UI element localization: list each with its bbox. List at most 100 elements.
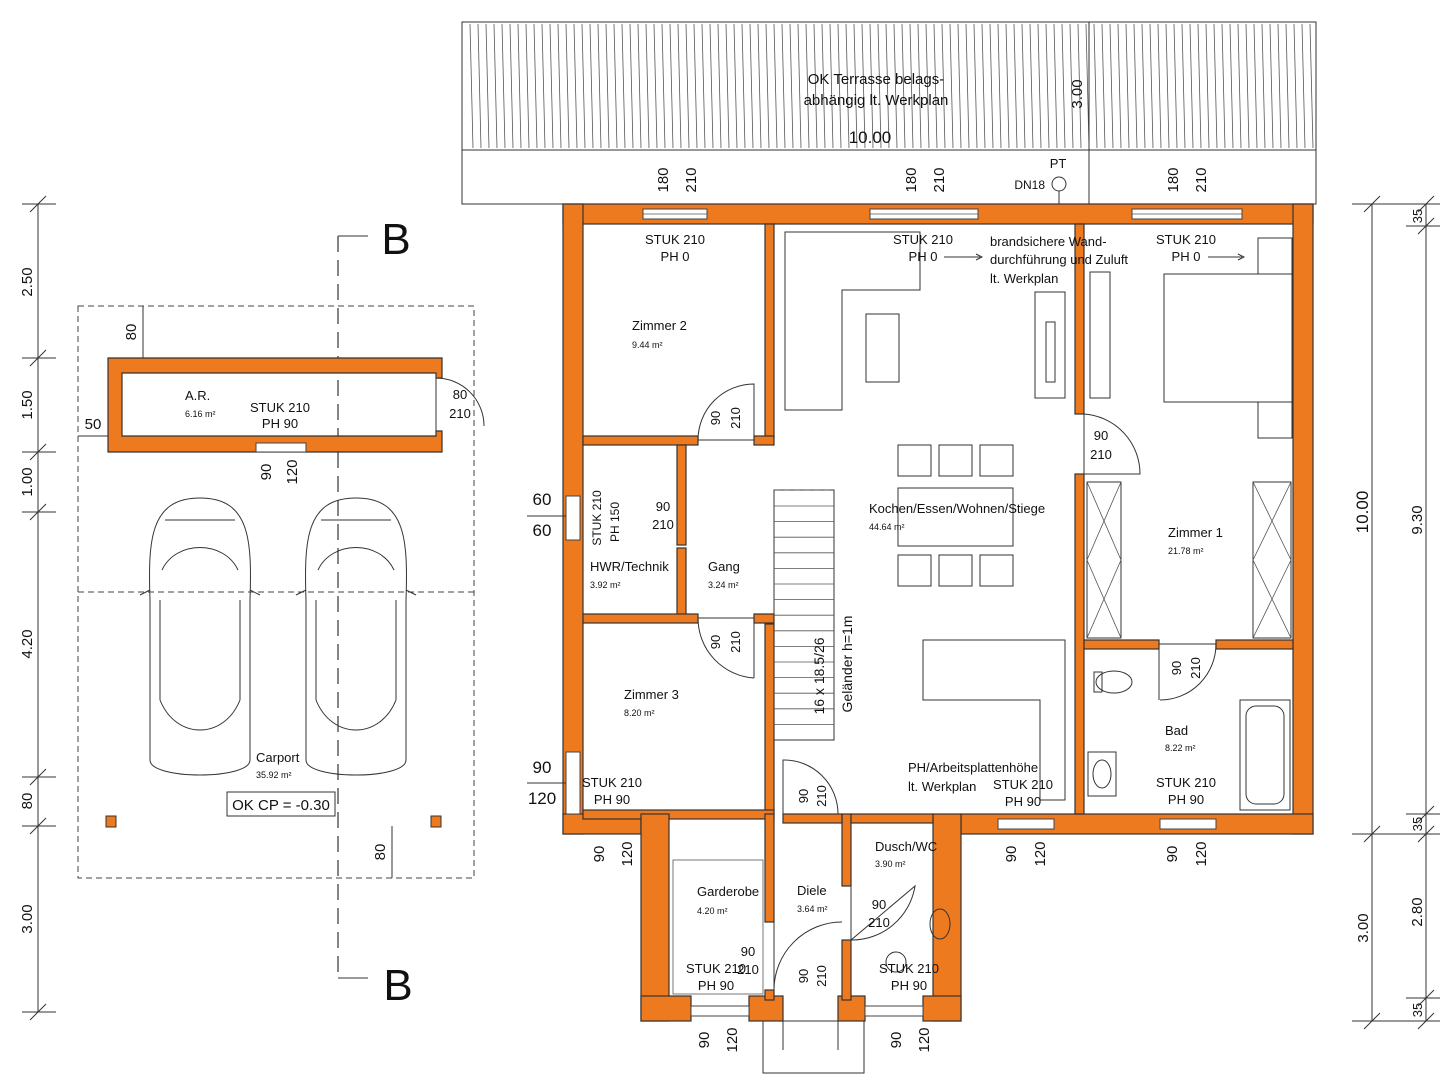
terrace-hatch-line: [557, 23, 562, 149]
terrace-hatch-line: [709, 23, 714, 149]
ph-garderobe: PH 90: [698, 978, 734, 993]
terrace-hatch-line: [789, 23, 794, 149]
terrace-hatch-line: [589, 23, 594, 149]
terrace-hatch-line: [781, 23, 786, 149]
terrace-hatch-line: [629, 23, 634, 149]
room-area-dusch: 3.90 m²: [875, 859, 906, 869]
terrace-hatch-line: [565, 23, 570, 149]
door-z2-height: 210: [728, 407, 743, 429]
win-s1-h: 120: [619, 841, 636, 866]
dim-right-inner-3: 35: [1410, 817, 1425, 831]
terrace-hatch-line: [925, 23, 930, 149]
stuk-kitchen-south: STUK 210: [993, 777, 1053, 792]
room-name-zimmer1: Zimmer 1: [1168, 525, 1223, 540]
win-hwr-stuk: STUK 210: [590, 490, 604, 546]
room-name-garderobe: Garderobe: [697, 884, 759, 899]
win-n1-sill: 180: [655, 167, 672, 192]
door-diele-width: 90: [796, 789, 811, 803]
terrace-hatch-line: [989, 23, 994, 149]
room-area-carport: 35.92 m²: [256, 770, 292, 780]
terrace-hatch-line: [1021, 23, 1026, 149]
win-s3-w: 90: [1164, 846, 1181, 863]
terrace-hatch-line: [893, 23, 898, 149]
terrace-hatch-line: [1237, 23, 1242, 149]
terrace-hatch-line: [469, 23, 474, 149]
terrace-hatch-line: [845, 23, 850, 149]
terrace-hatch-line: [1253, 23, 1258, 149]
room-name-carport: Carport: [256, 750, 300, 765]
win-hwr-w: 60: [533, 490, 552, 509]
win-z3-w: 90: [533, 758, 552, 777]
terrace-hatch-line: [765, 23, 770, 149]
terrace-hatch-line: [541, 23, 546, 149]
win-n3-height: 210: [1193, 167, 1210, 192]
pt-label: PT: [1050, 156, 1067, 171]
door-bad-height: 210: [1188, 657, 1203, 679]
terrace-hatch-line: [1245, 23, 1250, 149]
terrace-hatch-line: [693, 23, 698, 149]
terrace-hatch-line: [869, 23, 874, 149]
win-s3-h: 120: [1193, 841, 1210, 866]
terrace-hatch-line: [477, 23, 482, 149]
terrace-hatch-line: [821, 23, 826, 149]
terrace-hatch-line: [973, 23, 978, 149]
terrace-hatch-line: [1005, 23, 1010, 149]
terrace-hatch-line: [1277, 23, 1282, 149]
terrace-hatch-line: [805, 23, 810, 149]
win-s2-h: 120: [1032, 841, 1049, 866]
terrace-hatch-line: [645, 23, 650, 149]
terrace-depth: 3.00: [1069, 79, 1086, 108]
door-diele-height: 210: [814, 785, 829, 807]
pt-dn: DN18: [1014, 178, 1045, 192]
terrace-hatch-line: [1293, 23, 1298, 149]
terrace-hatch-line: [1229, 23, 1234, 149]
dim-left-2: 1.50: [19, 390, 36, 419]
door-dusch-width: 90: [872, 897, 886, 912]
room-area-kochen: 44.64 m²: [869, 522, 905, 532]
win-s1-w: 90: [591, 846, 608, 863]
terrace-hatch-line: [1309, 23, 1314, 149]
terrace-hatch-line: [605, 23, 610, 149]
terrace-hatch-line: [517, 23, 522, 149]
terrace-hatch-line: [1173, 23, 1178, 149]
terrace-hatch-line: [949, 23, 954, 149]
dim-left-1: 2.50: [19, 267, 36, 296]
door-hwr-height: 210: [652, 517, 674, 532]
terrace-hatch-line: [1053, 23, 1058, 149]
stuk-dusch: STUK 210: [879, 961, 939, 976]
terrace-note-line2: abhängig lt. Werkplan: [804, 92, 949, 109]
ar-win-w: 90: [258, 464, 275, 481]
terrace-hatch-line: [1157, 23, 1162, 149]
terrace-hatch-line: [621, 23, 626, 149]
terrace-hatch-line: [1189, 23, 1194, 149]
terrace-hatch-line: [1181, 23, 1186, 149]
counter-note-2: lt. Werkplan: [908, 779, 976, 794]
ar-door-h: 210: [449, 406, 471, 421]
win-n2-height: 210: [931, 167, 948, 192]
stair-steps-label: 16 x 18.5/26: [811, 637, 827, 714]
staircase: 16 x 18.5/26 Geländer h=1m: [773, 489, 855, 741]
room-labels: Zimmer 2 9.44 m² Kochen/Essen/Wohnen/Sti…: [185, 318, 1223, 916]
terrace-hatch-line: [1221, 23, 1226, 149]
terrace-hatch-line: [1269, 23, 1274, 149]
stuk-z2: STUK 210: [645, 232, 705, 247]
terrace-note-line1: OK Terrasse belags-: [808, 71, 944, 88]
room-area-bad: 8.22 m²: [1165, 743, 1196, 753]
doors: [697, 383, 1217, 1074]
terrace-hatch-line: [1133, 23, 1138, 149]
terrace-hatch-line: [1301, 23, 1306, 149]
terrace-hatch-line: [797, 23, 802, 149]
terrace-hatch-line: [493, 23, 498, 149]
dim-right-outer-1: 10.00: [1353, 491, 1372, 534]
room-area-hwr: 3.92 m²: [590, 580, 621, 590]
door-entry-width: 90: [796, 969, 811, 983]
terrace-hatch-line: [1093, 23, 1098, 149]
terrace-hatch-line: [941, 23, 946, 149]
room-name-ar: A.R.: [185, 388, 210, 403]
room-name-kochen: Kochen/Essen/Wohnen/Stiege: [869, 501, 1045, 516]
terrace-hatch-line: [1061, 23, 1066, 149]
terrace-hatch-line: [733, 23, 738, 149]
dim-right-inner-1: 35: [1410, 209, 1425, 223]
win-n2-sill: 180: [903, 167, 920, 192]
dim-right-outer-2: 3.00: [1355, 913, 1372, 942]
